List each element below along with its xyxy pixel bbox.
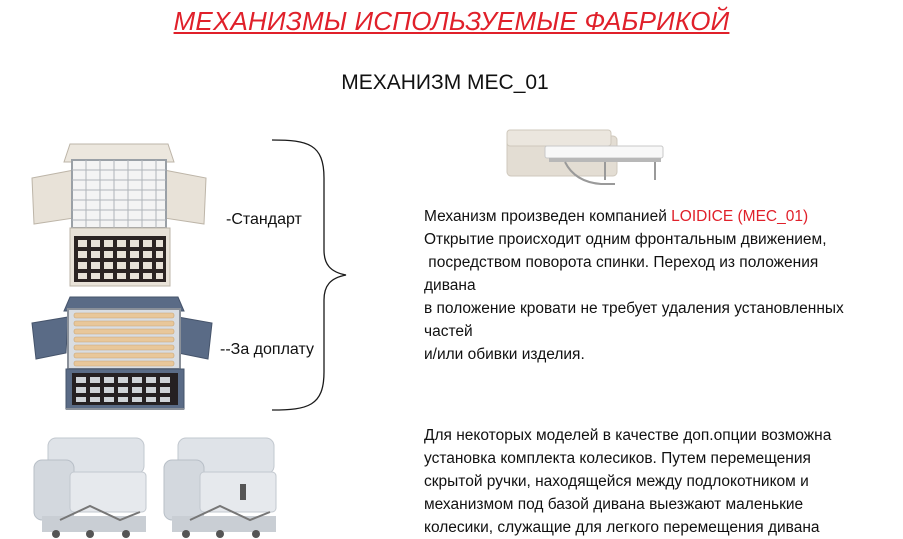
description-line-3: посредством поворота спинки. Переход из … [424,254,819,271]
mechanism-description: Механизм произведен компанией LOIDICE (M… [424,205,894,366]
option-extra-label: --За доплату [220,341,314,358]
wheels-line-3: скрытой ручки, находящейся между подлоко… [424,473,809,490]
brand-name: LOIDICE (MEC_01) [671,208,809,225]
description-line-2: Открытие происходит одним фронтальным дв… [424,231,827,248]
sofa-bed-image [506,129,664,185]
page-title: МЕХАНИЗМЫ ИСПОЛЬЗУЕМЫЕ ФАБРИКОЙ [173,6,730,36]
extra-mechanism-image [31,296,213,410]
option-standard-label: -Стандарт [226,211,302,228]
wheels-line-2: установка комплекта колесиков. Путем пер… [424,450,811,467]
description-line-7: и/или обивки изделия. [424,346,585,363]
description-line-6: частей [424,323,473,340]
wheels-description: Для некоторых моделей в качестве доп.опц… [424,424,894,539]
wheels-sofa-image-right [163,437,277,538]
description-line-5: в положение кровати не требует удаления … [424,300,844,317]
wheels-line-4: механизмом под базой дивана выезжают мал… [424,496,804,513]
wheels-line-5: колесики, служащие для легкого перемещен… [424,519,820,536]
mechanism-title: МЕХАНИЗМ МЕС_01 [341,71,549,94]
description-line-4: дивана [424,277,476,294]
wheels-sofa-image-left [33,437,147,538]
description-prefix: Механизм произведен компанией [424,208,672,225]
description-line-1: Механизм произведен компанией LOIDICE (M… [424,205,894,228]
standard-mechanism-image [31,143,207,287]
curly-brace [271,139,347,411]
wheels-line-1: Для некоторых моделей в качестве доп.опц… [424,427,832,444]
